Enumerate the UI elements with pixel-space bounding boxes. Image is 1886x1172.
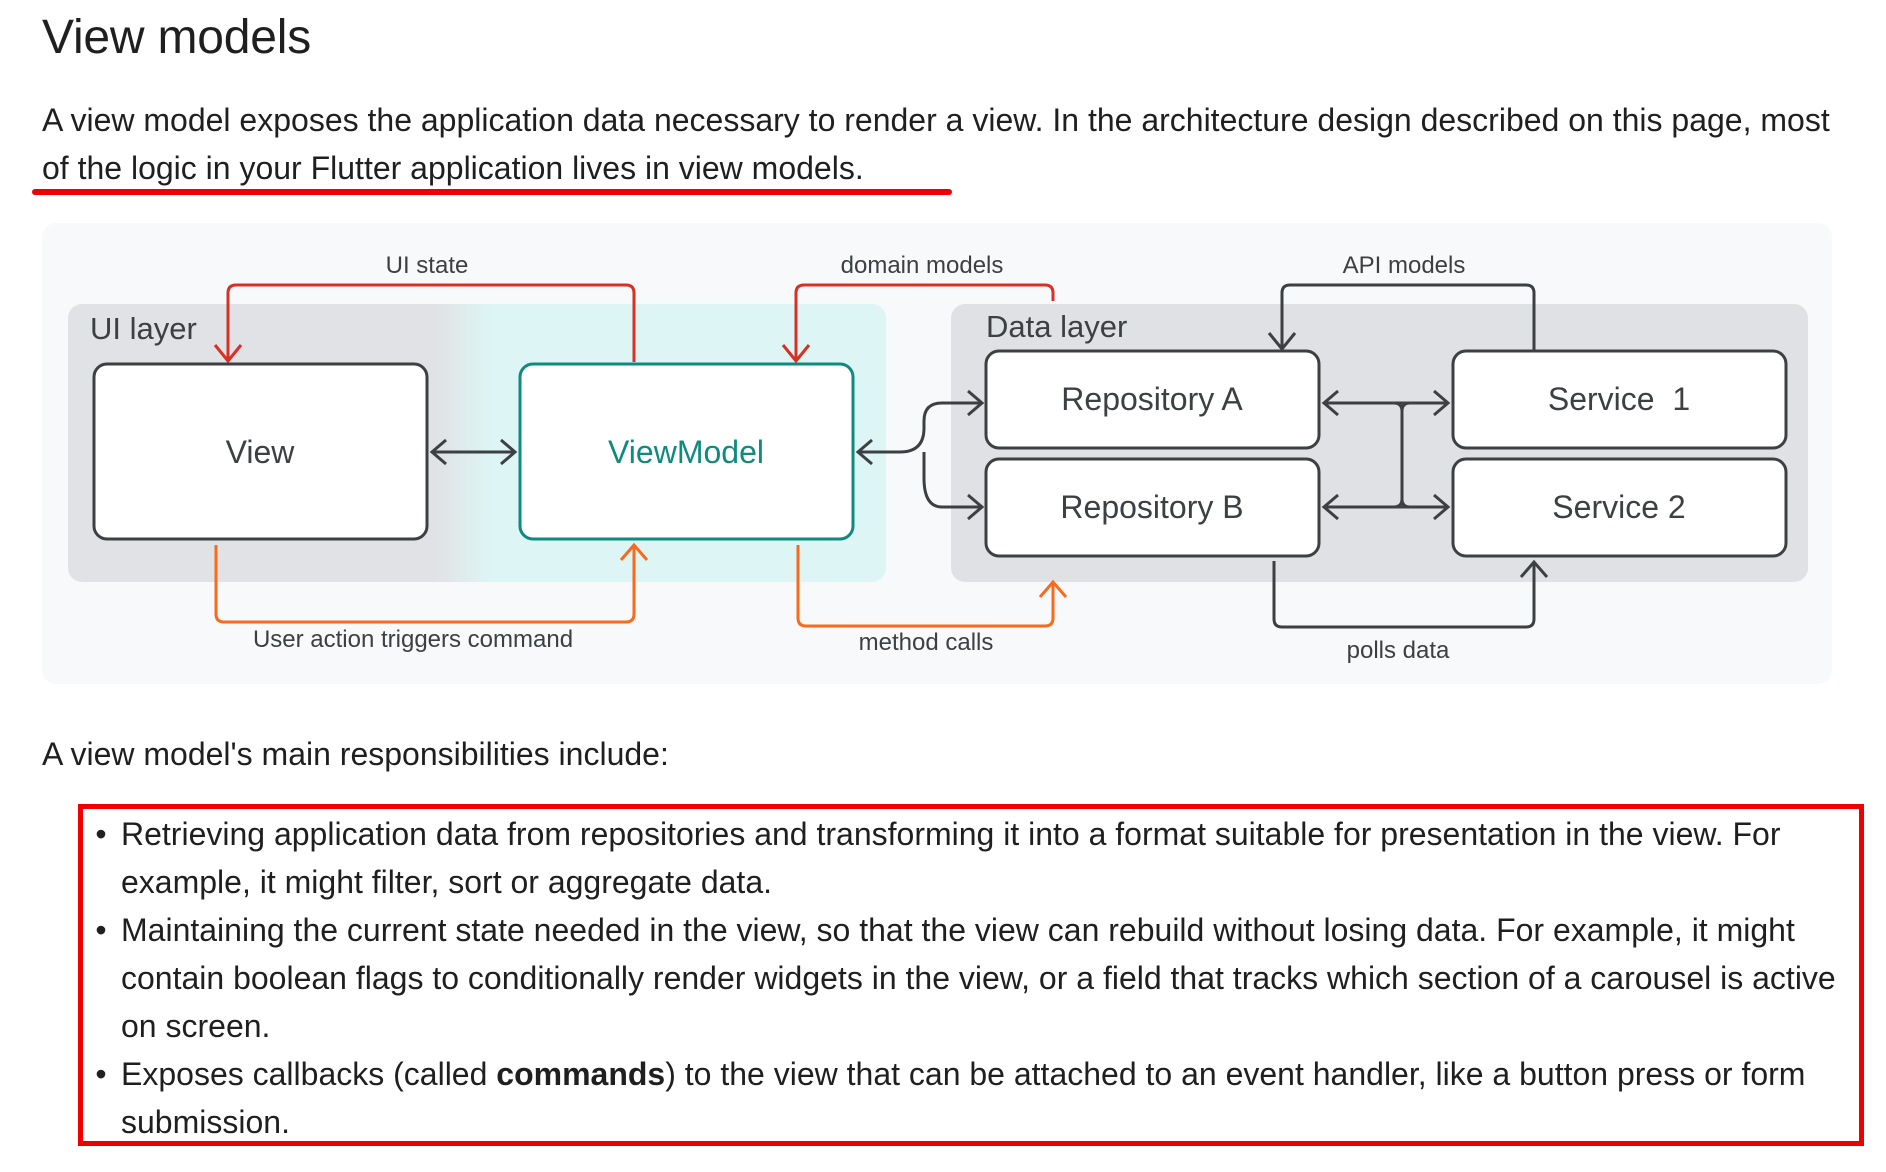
service-1-box xyxy=(1451,349,1788,450)
polls-data-label: polls data xyxy=(1347,637,1450,664)
red-underline-annotation xyxy=(32,189,952,195)
polls-data-arrow xyxy=(1272,561,1536,629)
polls-data-arrowhead xyxy=(1519,559,1549,578)
list-item: • Maintaining the current state needed in… xyxy=(95,906,1851,1050)
view-box xyxy=(92,362,429,541)
domain-models-arrowhead xyxy=(781,344,811,364)
responsibilities-list: • Retrieving application data from reposi… xyxy=(95,810,1851,1146)
data-layer-label: Data layer xyxy=(986,309,1127,344)
bullet: • xyxy=(95,816,107,852)
service-1-label: Service 1 xyxy=(1548,381,1690,417)
list-item: • Retrieving application data from reposi… xyxy=(95,810,1851,906)
user-action-label: User action triggers command xyxy=(253,626,573,653)
repository-b-box xyxy=(984,457,1321,558)
user-action-arrowhead xyxy=(619,542,649,561)
api-models-label: API models xyxy=(1343,252,1466,279)
responsibilities-intro: A view model's main responsibilities inc… xyxy=(42,736,669,772)
service-2-box xyxy=(1451,457,1788,558)
list-item-text: Retrieving application data from reposit… xyxy=(121,816,1781,900)
repository-b-label: Repository B xyxy=(1060,489,1243,525)
viewmodel-repository-connector xyxy=(858,401,982,509)
commands-term: commands xyxy=(496,1056,666,1092)
list-item-text: Exposes callbacks (called xyxy=(121,1056,497,1092)
api-models-arrowhead xyxy=(1267,332,1297,352)
cross-connector xyxy=(1372,401,1411,509)
view-viewmodel-arrowhead-left xyxy=(429,438,447,466)
domain-models-arrow xyxy=(794,283,1055,359)
api-models-arrow xyxy=(1280,283,1536,351)
list-item-text-after: ) to the view that can be attached to an… xyxy=(121,1056,1806,1140)
method-calls-arrow xyxy=(796,545,1055,628)
intro-paragraph: A view model exposes the application dat… xyxy=(42,102,1830,186)
ui-layer-label: UI layer xyxy=(90,311,197,346)
ui-state-arrowhead xyxy=(213,344,243,364)
method-calls-arrowhead xyxy=(1038,579,1068,598)
architecture-diagram-svg: UI layer Data layer UI state domain mode… xyxy=(68,252,1808,664)
service-2-label: Service 2 xyxy=(1552,489,1685,525)
repository-a-arrowhead xyxy=(967,389,985,417)
bullet: • xyxy=(95,1056,107,1092)
user-action-arrow xyxy=(214,545,636,624)
red-highlight-box xyxy=(78,804,1864,1146)
list-item-text: Maintaining the current state needed in … xyxy=(121,912,1836,1044)
repository-a-label: Repository A xyxy=(1061,381,1243,417)
view-viewmodel-arrowhead-right xyxy=(500,438,518,466)
repo-b-arrowhead-left xyxy=(1321,493,1339,521)
ui-state-arrow xyxy=(226,283,636,362)
bullet: • xyxy=(95,912,107,948)
repository-a-box xyxy=(984,349,1321,450)
domain-models-label: domain models xyxy=(841,252,1004,279)
viewmodel-repository-arrowhead-left xyxy=(855,438,873,466)
ui-state-label: UI state xyxy=(386,252,469,279)
method-calls-label: method calls xyxy=(859,629,994,656)
service-2-arrowhead xyxy=(1433,493,1451,521)
viewmodel-box xyxy=(518,362,855,541)
viewmodel-label: ViewModel xyxy=(608,434,764,470)
service-1-arrowhead xyxy=(1433,389,1451,417)
page-title: View models xyxy=(42,11,312,64)
list-item: • Exposes callbacks (called commands) to … xyxy=(95,1050,1851,1146)
repo-a-arrowhead-left xyxy=(1321,389,1339,417)
view-label: View xyxy=(226,434,296,470)
architecture-diagram: UI layer Data layer UI state domain mode… xyxy=(42,223,1832,684)
repository-b-arrowhead xyxy=(967,493,985,521)
